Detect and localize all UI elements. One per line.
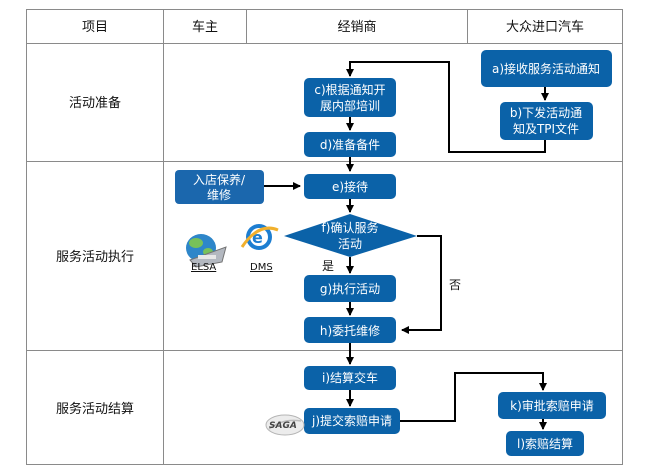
elsa-label: ELSA xyxy=(191,262,216,273)
decision-yes-label: 是 xyxy=(322,259,334,273)
box-b-text-line1: b)下发活动通 xyxy=(510,105,582,120)
box-i-text: i)结算交车 xyxy=(322,370,378,385)
header-item: 项目 xyxy=(82,20,108,35)
box-l: l)索赔结算 xyxy=(506,431,584,456)
box-h-text: h)委托维修 xyxy=(320,323,380,338)
decision-f-text-line2: 活动 xyxy=(338,237,362,251)
table-grid xyxy=(26,9,623,465)
connectors xyxy=(264,61,549,430)
row-label-execute: 服务活动执行 xyxy=(56,249,134,265)
header-owner: 车主 xyxy=(192,19,218,35)
box-i: i)结算交车 xyxy=(304,366,396,390)
box-c-text-line1: c)根据通知开 xyxy=(314,83,385,97)
box-b: b)下发活动通 知及TPI文件 xyxy=(500,102,593,140)
box-b-text-line2: 知及TPI文件 xyxy=(513,121,579,136)
arrow-b-to-c xyxy=(346,61,546,153)
box-d: d)准备备件 xyxy=(304,132,396,157)
box-l-text: l)索赔结算 xyxy=(517,436,573,451)
box-j-text: j)提交索赔申请 xyxy=(311,413,392,428)
decision-no-label: 否 xyxy=(449,278,461,292)
customer-box: 入店保养/ 维修 xyxy=(175,170,264,204)
box-k-text: k)审批索赔申请 xyxy=(510,398,594,413)
box-e-text: e)接待 xyxy=(332,179,368,194)
svg-text:e: e xyxy=(252,228,263,247)
arrow-f-no-to-h xyxy=(401,235,442,334)
box-c: c)根据通知开 展内部培训 xyxy=(304,78,396,117)
arrow-j-to-k xyxy=(400,372,547,422)
customer-text-line2: 维修 xyxy=(207,187,231,202)
box-c-text-line2: 展内部培训 xyxy=(320,98,380,113)
box-j: j)提交索赔申请 xyxy=(304,408,400,434)
box-h: h)委托维修 xyxy=(304,317,396,343)
box-e: e)接待 xyxy=(304,174,396,199)
decision-f-text-line1: f)确认服务 xyxy=(322,220,379,235)
box-a: a)接收服务活动通知 xyxy=(481,50,612,87)
box-a-text: a)接收服务活动通知 xyxy=(492,61,600,76)
saga-label: SAGA xyxy=(269,421,297,431)
header-importer: 大众进口汽车 xyxy=(506,19,584,35)
row-label-settle: 服务活动结算 xyxy=(56,401,134,417)
row-label-prepare: 活动准备 xyxy=(69,95,121,111)
customer-text-line1: 入店保养/ xyxy=(193,172,246,187)
decision-f: f)确认服务 活动 xyxy=(284,214,417,257)
elsa-globe-icon xyxy=(186,234,227,268)
dms-label: DMS xyxy=(250,262,273,273)
saga-logo-icon xyxy=(265,414,305,436)
box-g: g)执行活动 xyxy=(304,275,396,302)
box-g-text: g)执行活动 xyxy=(320,282,380,296)
box-d-text: d)准备备件 xyxy=(320,138,380,152)
box-k: k)审批索赔申请 xyxy=(498,392,606,419)
header-dealer: 经销商 xyxy=(337,20,376,35)
dms-browser-icon: e xyxy=(240,224,279,250)
